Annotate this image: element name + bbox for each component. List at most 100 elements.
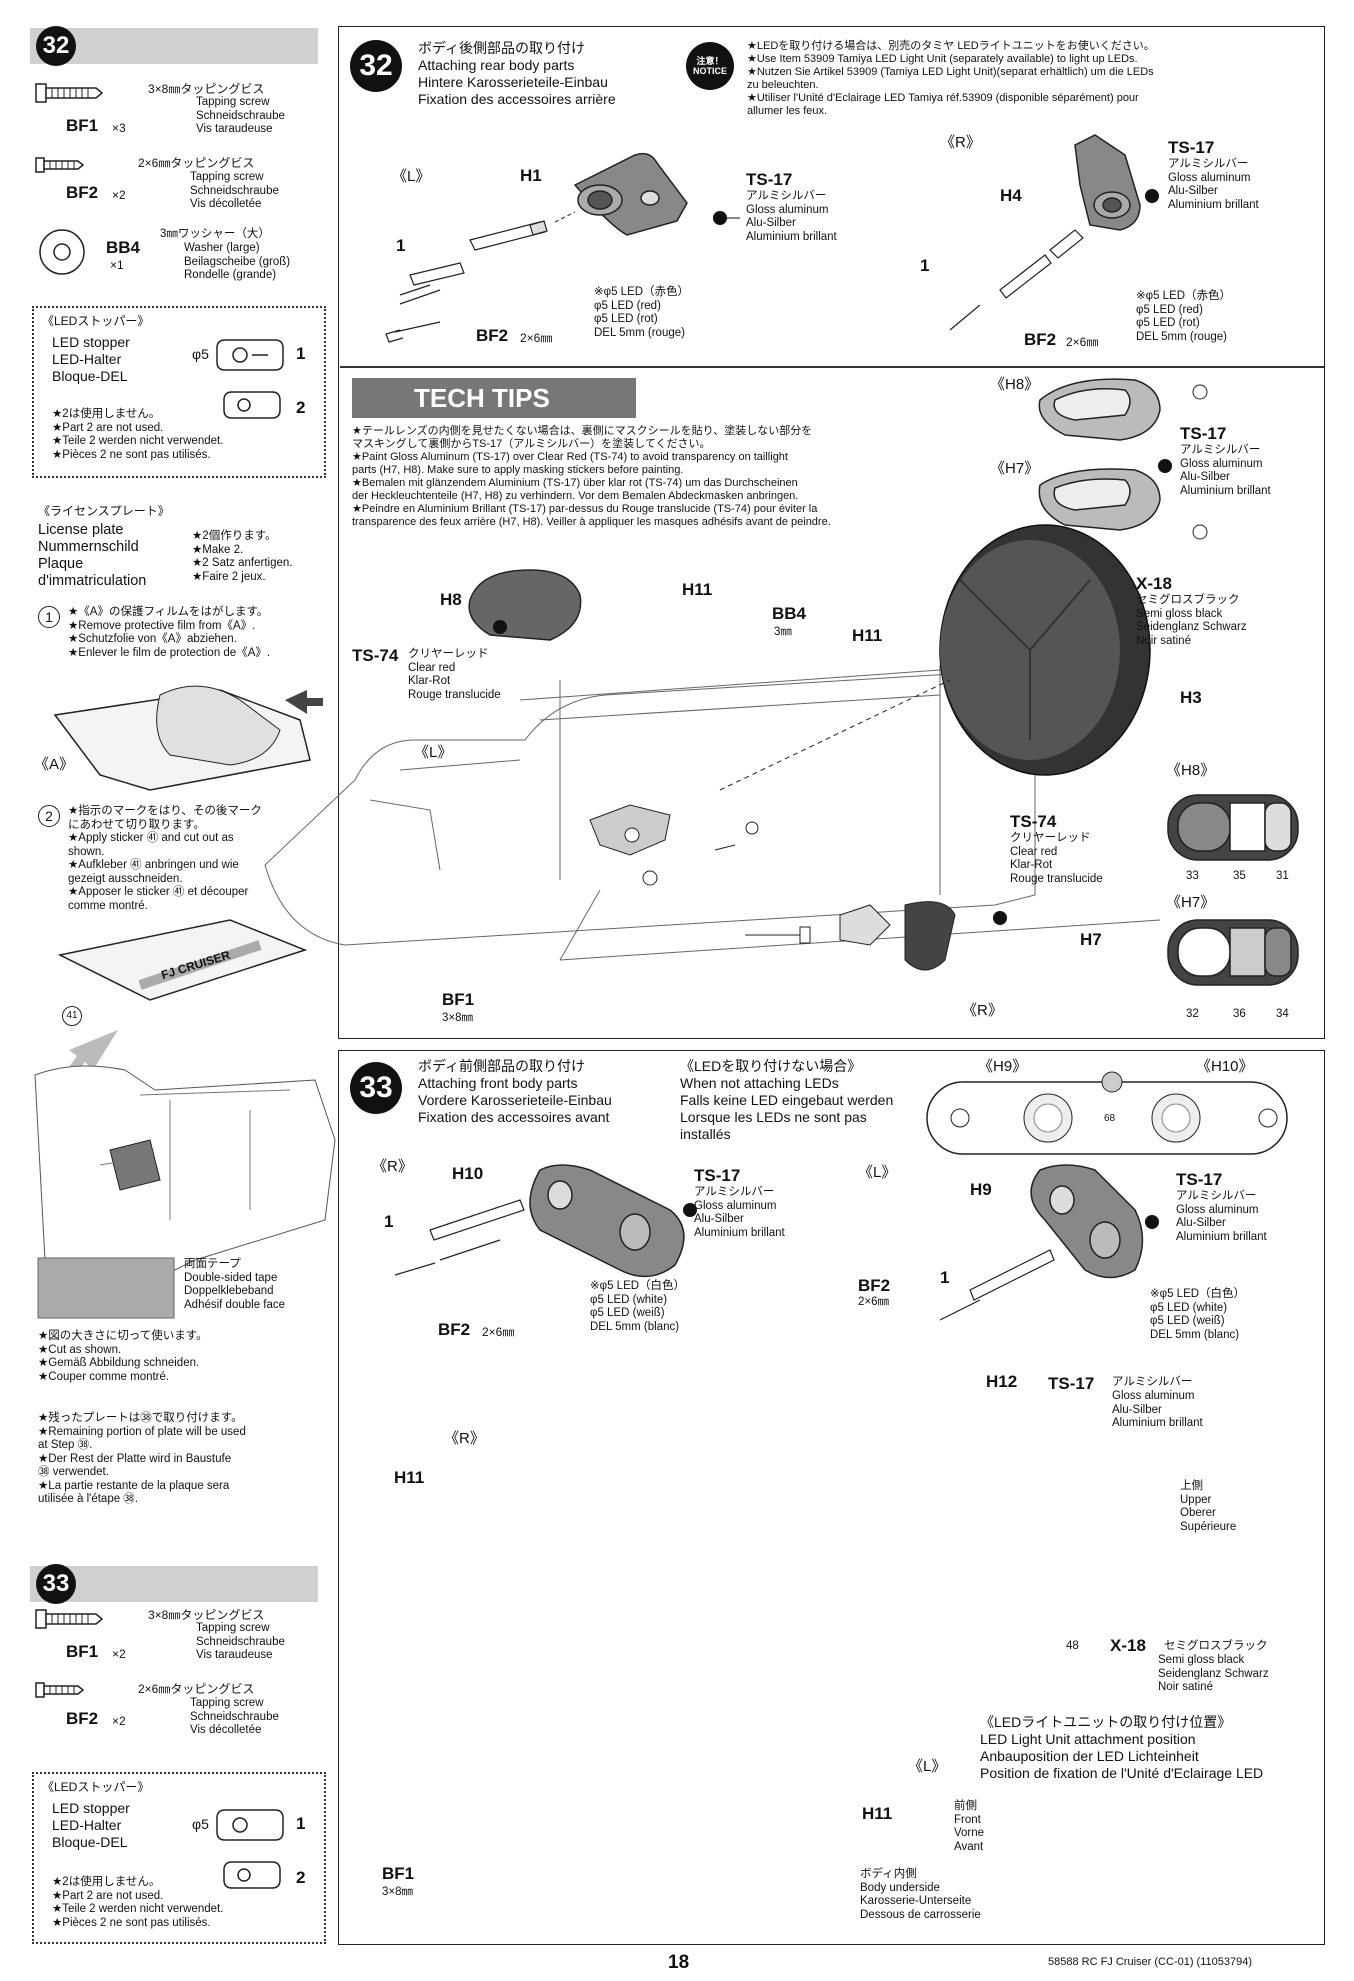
s32-bf2-left: BF2 [476, 326, 509, 345]
led-stopper-title-2: 《LEDストッパー》 [42, 1780, 150, 1794]
sticker-32: 32 [1186, 1008, 1199, 1020]
plate-names: License plate Nummernschild Plaque d'imm… [38, 522, 147, 589]
front-R-label: 《R》 [444, 1430, 485, 1447]
sticker-48: 48 [1066, 1640, 1079, 1652]
s33-bf2-right: BF2 [858, 1276, 891, 1295]
rear-H3: H3 [1180, 688, 1202, 707]
front-ts17-jp: アルミシルバー [1112, 1376, 1193, 1388]
tips-ts17-desc: アルミシルバー Gloss aluminum Alu-Silber Alumin… [1180, 444, 1271, 497]
rear-X18-desc: セミグロスブラック Semi gloss black Seidenglanz S… [1136, 594, 1247, 647]
step-33-frame [338, 1050, 1325, 1945]
bf2-desc: Tapping screw Schneidschraube Vis décoll… [190, 171, 279, 210]
page-number: 18 [668, 1952, 690, 1973]
bf2-jp: 2×6㎜タッピングビス [138, 156, 255, 170]
led-stopper-box-2 [32, 1772, 326, 1944]
rear-H8: H8 [440, 590, 462, 609]
step-32-frame [338, 26, 1325, 1039]
bf2-id: BF2 [66, 183, 99, 202]
led-stopper-names: LED stopper LED-Halter Bloque-DEL [52, 334, 130, 384]
s32-label-L: 《L》 [392, 168, 431, 185]
s32-led-red-right: ※φ5 LED（赤色） φ5 LED (red) φ5 LED (rot) DE… [1136, 290, 1232, 343]
bf1b-desc: Tapping screw Schneidschraube Vis taraud… [196, 1622, 285, 1661]
double-sided-tape-label: 両面テープ Double-sided tape Doppelklebeband … [184, 1258, 286, 1311]
sticker-41-tag: 41 [62, 1006, 82, 1026]
rear-ts74-left-desc: クリヤーレッド Clear red Klar-Rot Rouge translu… [408, 648, 501, 701]
h9-label: 《H9》 [978, 1058, 1028, 1075]
rear-ts74-left: TS-74 [352, 646, 399, 665]
sticker-35: 35 [1233, 870, 1246, 882]
remaining-plate-note: ★残ったプレートは㊳で取り付けます。 ★Remaining portion of… [38, 1412, 246, 1505]
front-x18-desc: Semi gloss black Seidenglanz Schwarz Noi… [1158, 1654, 1269, 1693]
sticker-34: 34 [1276, 1008, 1289, 1020]
h10-label: 《H10》 [1196, 1058, 1254, 1075]
rear-BF1: BF1 [442, 990, 475, 1009]
plate-step-1-num: 1 [38, 606, 60, 628]
led-stopper-2b: 2 [296, 1868, 306, 1887]
s32-ts17-right-desc: アルミシルバー Gloss aluminum Alu-Silber Alumin… [1168, 158, 1259, 211]
s32-bf2-left-size: 2×6㎜ [520, 331, 553, 345]
step-32-divider [340, 366, 1324, 368]
s33-ts17-right: TS-17 [1176, 1170, 1223, 1189]
rear-BB4: BB4 [772, 604, 807, 623]
plate-step-2-num: 2 [38, 805, 60, 827]
s32-ts17-left-desc: アルミシルバー Gloss aluminum Alu-Silber Alumin… [746, 190, 837, 243]
led-stopper-notes: ★2は使用しません。 ★Part 2 are not used. ★Teile … [52, 408, 224, 461]
s32-label-R: 《R》 [940, 134, 981, 151]
led-stopper-1b: 1 [296, 1814, 306, 1833]
rear-BB4-size: 3㎜ [774, 626, 792, 638]
bf2b-qty: ×2 [112, 1714, 126, 1728]
bb4-jp: 3㎜ワッシャー（大） [160, 228, 270, 240]
rear-X18: X-18 [1136, 574, 1172, 593]
plate-label-a: 《A》 [34, 756, 75, 773]
step-33-title: ボディ前側部品の取り付け Attaching front body parts … [418, 1058, 612, 1125]
bb4-desc: Washer (large) Beilagscheibe (groß) Rond… [184, 242, 291, 281]
s33-H10: H10 [452, 1164, 484, 1183]
led-stopper-notes-2: ★2は使用しません。 ★Part 2 are not used. ★Teile … [52, 1876, 224, 1929]
plate-make: ★2個作ります。 ★Make 2. ★2 Satz anfertigen. ★F… [192, 530, 293, 583]
s33-R-label: 《R》 [372, 1158, 413, 1175]
front-direction-label: 前側 Front Vorne Avant [954, 1800, 985, 1853]
front-x18-jp: セミグロスブラック [1164, 1640, 1268, 1652]
rear-H7: H7 [1080, 930, 1102, 949]
s33-bf2-right-size: 2×6㎜ [858, 1296, 890, 1308]
s33-led-white-left: ※φ5 LED（白色） φ5 LED (white) φ5 LED (weiß)… [590, 1280, 686, 1333]
front-ts17-desc: Gloss aluminum Alu-Silber Aluminium bril… [1112, 1390, 1203, 1429]
led-stopper-box [32, 306, 326, 478]
step-33-badge: 33 [36, 1564, 76, 1604]
toyota-badge: TOYOTA [1110, 1570, 1175, 1585]
bf2b-jp: 2×6㎜タッピングビス [138, 1682, 255, 1696]
led-stopper-names-2: LED stopper LED-Halter Bloque-DEL [52, 1800, 130, 1850]
front-BF1-size: 3×8㎜ [382, 1886, 414, 1898]
front-L-label: 《L》 [908, 1758, 947, 1775]
front-X18: X-18 [1110, 1636, 1146, 1655]
bb4-qty: ×1 [110, 258, 124, 272]
s33-bf2-left: BF2 [438, 1320, 471, 1339]
led-stopper-phi: φ5 [192, 346, 209, 362]
s32-label-1-right: 1 [920, 256, 930, 275]
rear-h7-detail-label: 《H7》 [1166, 894, 1216, 911]
tech-tips-text: ★テールレンズの内側を見せたくない場合は、裏側にマスクシールを貼り、塗装しない部… [352, 425, 831, 528]
s33-led-white-right: ※φ5 LED（白色） φ5 LED (white) φ5 LED (weiß)… [1150, 1288, 1246, 1341]
bf1-jp: 3×8㎜タッピングビス [148, 82, 265, 96]
sticker-33: 33 [1186, 870, 1199, 882]
rear-R-label: 《R》 [962, 1002, 1003, 1019]
s32-label-H1: H1 [520, 166, 542, 185]
notice-badge: 注意！ NOTICE [692, 56, 727, 76]
bf1-id: BF1 [66, 116, 99, 135]
product-code: 58588 RC FJ Cruiser (CC-01) (11053794) [1048, 1956, 1252, 1968]
bf2b-desc: Tapping screw Schneidschraube Vis décoll… [190, 1697, 279, 1736]
led-position-note: 《LEDライトユニットの取り付け位置》 LED Light Unit attac… [980, 1714, 1264, 1781]
led-stopper-2: 2 [296, 398, 306, 417]
led-stopper-title: 《LEDストッパー》 [42, 314, 150, 328]
led-stopper-1: 1 [296, 344, 306, 363]
s33-H9: H9 [970, 1180, 992, 1199]
led-stopper-phi-2: φ5 [192, 1816, 209, 1832]
notice-text: ★LEDを取り付ける場合は、別売のタミヤ LEDライトユニットをお使いください。… [747, 40, 1155, 117]
s32-led-red-left: ※φ5 LED（赤色） φ5 LED (red) φ5 LED (rot) DE… [594, 286, 690, 339]
no-led-note: 《LEDを取り付けない場合》 When not attaching LEDs F… [680, 1058, 894, 1142]
bf1b-id: BF1 [66, 1642, 99, 1661]
step-33-header-bar [30, 1566, 318, 1602]
step-32-title: ボディ後側部品の取り付け Attaching rear body parts H… [418, 40, 616, 107]
